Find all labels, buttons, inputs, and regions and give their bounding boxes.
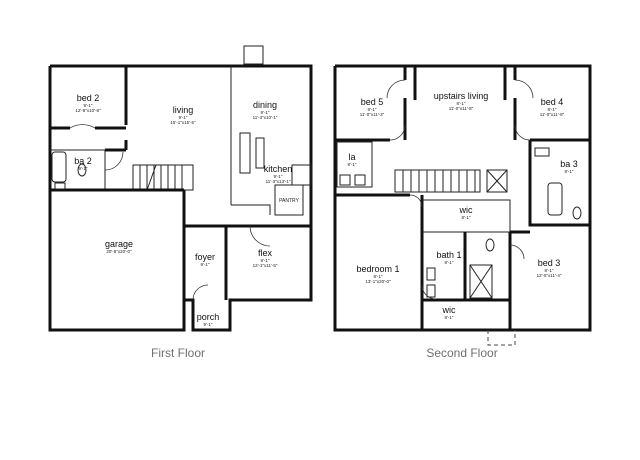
ba2-ceiling: 9'-1" <box>79 166 88 171</box>
shower <box>469 264 493 299</box>
kitchen-island <box>239 132 251 174</box>
bed4-label: bed 4 <box>541 97 564 107</box>
laundry-ceiling: 8'-1" <box>348 162 357 167</box>
flex-label: flex <box>258 248 273 258</box>
first-floor-caption: First Floor <box>151 346 205 360</box>
refrigerator <box>291 164 312 186</box>
ba3-sink <box>534 147 550 157</box>
shower-cross <box>469 264 493 299</box>
bedroom1-dims: 13'-1"x20'-0" <box>365 279 391 284</box>
second-floor-caption: Second Floor <box>426 346 497 360</box>
bath1-sink <box>426 267 436 281</box>
bed2-ceiling: 9'-1" <box>84 103 93 108</box>
door-swing <box>514 79 534 99</box>
door-swing <box>386 79 406 99</box>
living-ceiling: 9'-1" <box>179 115 188 120</box>
bed5-dims: 11'-0"x11'-3" <box>360 112 385 117</box>
bed5-label: bed 5 <box>361 97 384 107</box>
kitchen-dims: 11'-3"x13'-1" <box>266 179 291 184</box>
dining-ceiling: 9'-1" <box>261 110 270 115</box>
ba2-tub <box>51 151 67 183</box>
wic-1-label: wic <box>459 205 473 215</box>
door-swing <box>514 124 531 141</box>
kitchen-counter <box>255 137 265 169</box>
kitchen-counter-wall <box>231 204 271 215</box>
garage-dims: 20'-5"x20'-0" <box>106 249 132 254</box>
door-swing <box>69 124 96 129</box>
ba2-label: ba 2 <box>74 156 92 166</box>
door-swing <box>104 151 124 171</box>
first-floor-plan: bed 2 9'-1" 12'-8"x10'-8" living 9'-1" 1… <box>48 45 313 332</box>
upstairs-living-dims: 11'-0"x11'-8" <box>449 106 474 111</box>
bedroom1-ceiling: 8'-1" <box>374 274 383 279</box>
bed3-ceiling: 8'-1" <box>545 268 554 273</box>
dining-label: dining <box>253 100 277 110</box>
door-swing <box>249 225 271 247</box>
ba3-ceiling: 8'-1" <box>565 169 574 174</box>
ba2-sink <box>54 182 66 190</box>
ba3-label: ba 3 <box>560 159 578 169</box>
bed4-dims: 11'-0"x11'-8" <box>540 112 565 117</box>
ba3-toilet <box>572 206 582 220</box>
stair-treads <box>402 170 476 192</box>
flex-ceiling: 9'-1" <box>261 258 270 263</box>
stair-treads <box>139 164 183 191</box>
wic-1-ceiling: 8'-1" <box>462 215 471 220</box>
stair-landing <box>486 169 508 193</box>
bed3-dims: 12'-5"x11'-4" <box>537 273 562 278</box>
first-floor-stair <box>132 164 194 191</box>
wic-2-label: wic <box>442 305 456 315</box>
porch-label: porch <box>197 312 220 322</box>
landing-cross <box>486 169 508 193</box>
bed2-dims: 12'-8"x10'-8" <box>75 108 101 113</box>
flex-dims: 12'-1"x11'-5" <box>253 263 278 268</box>
second-floor-plan: bed 5 8'-1" 11'-0"x11'-3" upstairs livin… <box>333 64 592 346</box>
door-swing <box>409 194 423 208</box>
living-label: living <box>173 105 194 115</box>
kitchen-ceiling: 9'-1" <box>274 174 283 179</box>
living-dims: 15'-1"x15'-5" <box>170 120 196 125</box>
laundry-room <box>336 141 373 188</box>
door-swing <box>509 244 525 260</box>
bath1-label: bath 1 <box>436 250 461 260</box>
ba2-toilet <box>77 163 87 177</box>
upstairs-living-ceiling: 8'-1" <box>457 101 466 106</box>
dining-dims: 11'-3"x10'-1" <box>253 115 278 120</box>
second-floor-stair <box>394 169 481 193</box>
dryer <box>354 174 366 186</box>
wic-2-ceiling: 8'-1" <box>445 315 454 320</box>
bedroom1-label: bedroom 1 <box>356 264 399 274</box>
bed2-label: bed 2 <box>77 93 100 103</box>
upstairs-living-label: upstairs living <box>434 91 489 101</box>
bath1-ceiling: 8'-1" <box>445 260 454 265</box>
garage-label: garage <box>105 239 133 249</box>
bed4-ceiling: 8'-1" <box>548 107 557 112</box>
door-swing <box>389 124 406 141</box>
ba3-tub <box>547 182 563 216</box>
bed3-label: bed 3 <box>538 258 561 268</box>
bath1-toilet <box>485 238 495 252</box>
foyer-ceiling: 9'-1" <box>201 262 210 267</box>
ba3-wall <box>528 140 590 227</box>
chimney <box>243 45 264 65</box>
bath1-sink <box>426 284 436 298</box>
kitchen-label: kitchen <box>264 164 293 174</box>
bed5-ceiling: 8'-1" <box>368 107 377 112</box>
optional-bumpout <box>487 330 516 346</box>
first-floor-outer-wall <box>48 64 313 332</box>
foyer-label: foyer <box>195 252 215 262</box>
pantry <box>274 184 304 216</box>
washer <box>339 174 351 186</box>
laundry-label: la <box>348 152 355 162</box>
door-swing <box>421 284 437 300</box>
pantry-label: PANTRY <box>279 198 299 204</box>
door-swing <box>192 284 209 301</box>
porch-ceiling: 9'-1" <box>204 322 213 327</box>
